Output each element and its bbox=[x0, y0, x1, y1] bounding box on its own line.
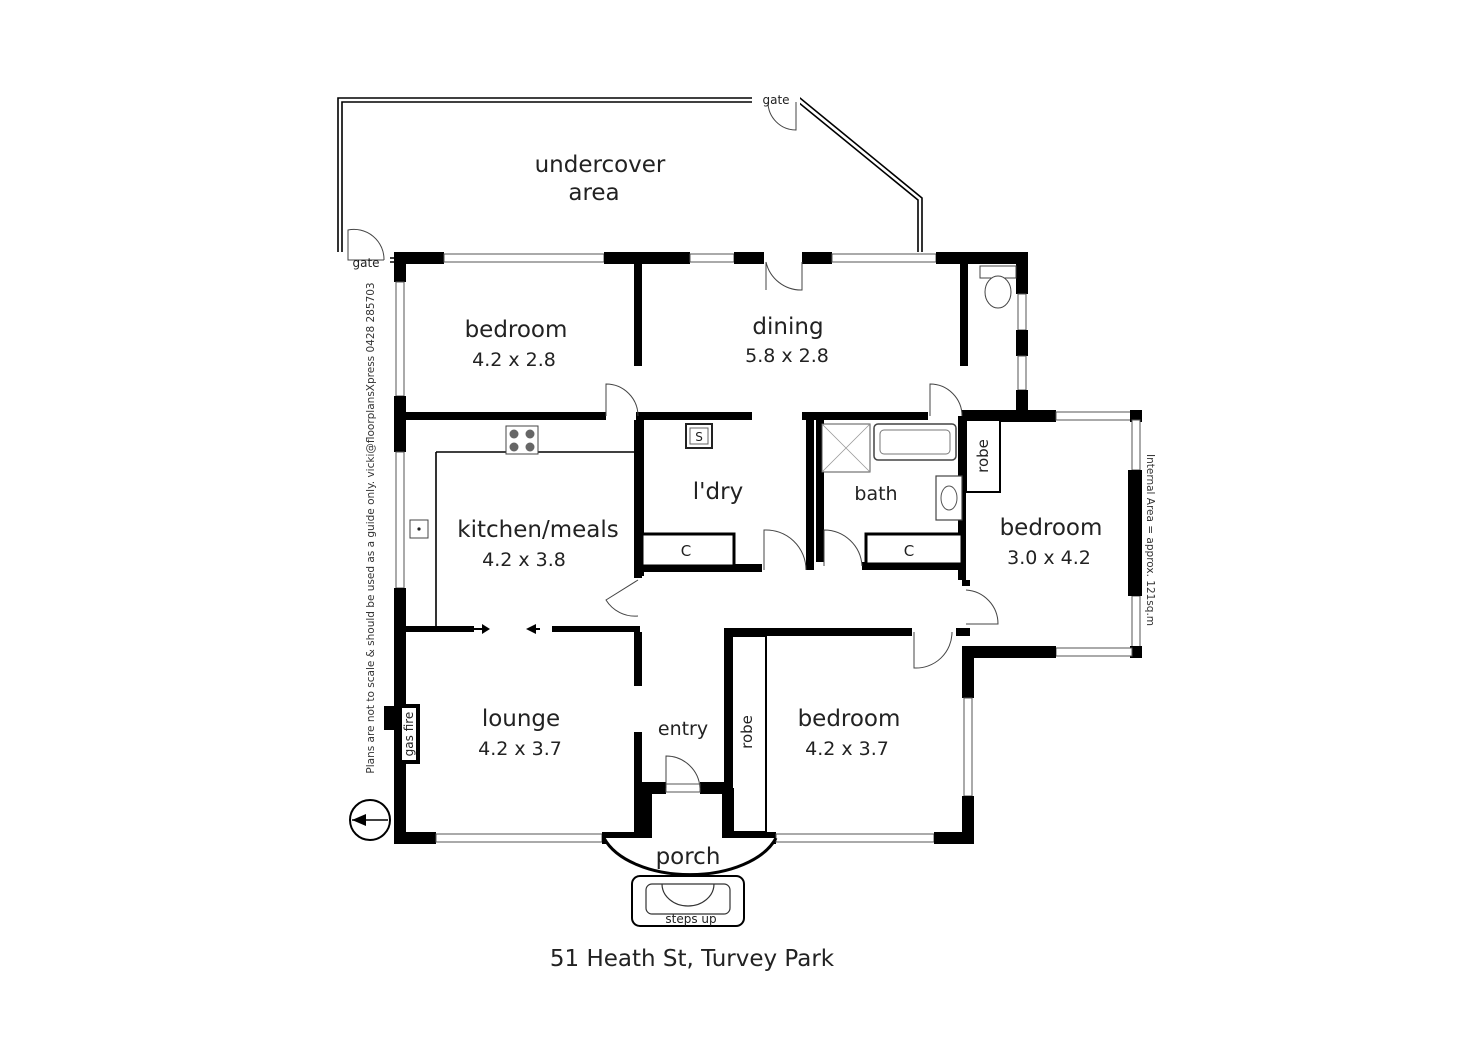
gate-top-label: gate bbox=[762, 93, 789, 107]
laundry-name: l'dry bbox=[693, 479, 743, 505]
cooktop-icon bbox=[505, 425, 539, 455]
porch-steps bbox=[602, 837, 778, 927]
bath-name: bath bbox=[854, 483, 897, 505]
north-compass-icon bbox=[349, 799, 391, 841]
bedroom-s-name: bedroom bbox=[798, 706, 901, 732]
dining-size: 5.8 x 2.8 bbox=[745, 345, 829, 367]
undercover-label-2: area bbox=[568, 180, 619, 206]
cupboard-laundry-label: C bbox=[681, 542, 691, 560]
lounge-size: 4.2 x 3.7 bbox=[478, 738, 562, 760]
kitchen-name: kitchen/meals bbox=[457, 517, 618, 543]
robe-bath-label: robe bbox=[974, 439, 992, 473]
bedroom-nw-name: bedroom bbox=[465, 317, 568, 343]
undercover-label-1: undercover bbox=[535, 152, 666, 178]
robe-bedroom-label: robe bbox=[738, 715, 756, 749]
cupboard-bath-label: C bbox=[904, 542, 914, 560]
internal-area-text: Internal Area = approx. 121sq.m bbox=[1144, 454, 1156, 626]
entry-name: entry bbox=[658, 718, 708, 740]
address-caption: 51 Heath St, Turvey Park bbox=[550, 946, 835, 972]
undercover-outline bbox=[337, 97, 923, 263]
gate-top bbox=[752, 92, 800, 131]
bedroom-e-size: 3.0 x 4.2 bbox=[1007, 547, 1091, 569]
porch-name: porch bbox=[656, 844, 721, 870]
dining-name: dining bbox=[752, 314, 823, 340]
kitchen-size: 4.2 x 3.8 bbox=[482, 549, 566, 571]
gate-left-label: gate bbox=[352, 256, 379, 270]
bedroom-nw-size: 4.2 x 2.8 bbox=[472, 349, 556, 371]
sink-label: S bbox=[695, 430, 703, 444]
lounge-name: lounge bbox=[482, 706, 560, 732]
bedroom-e-name: bedroom bbox=[1000, 515, 1103, 541]
disclaimer-text: Plans are not to scale & should be used … bbox=[365, 282, 377, 773]
bedroom-s-size: 4.2 x 3.7 bbox=[805, 738, 889, 760]
fixtures bbox=[349, 265, 1142, 927]
gate-left bbox=[332, 228, 390, 268]
toilet-icon bbox=[979, 265, 1017, 309]
gas-fire-label: gas fire bbox=[402, 712, 416, 757]
steps-label: steps up bbox=[665, 912, 716, 926]
